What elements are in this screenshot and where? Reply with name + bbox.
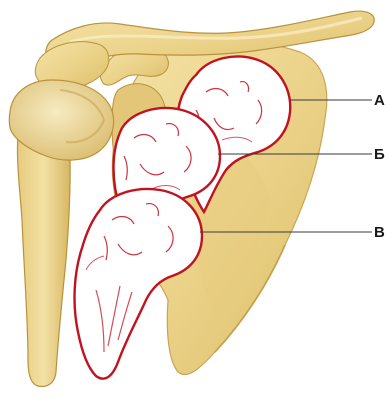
label-v: В	[374, 224, 385, 241]
label-a: А	[374, 92, 385, 109]
label-b: Б	[374, 146, 385, 163]
